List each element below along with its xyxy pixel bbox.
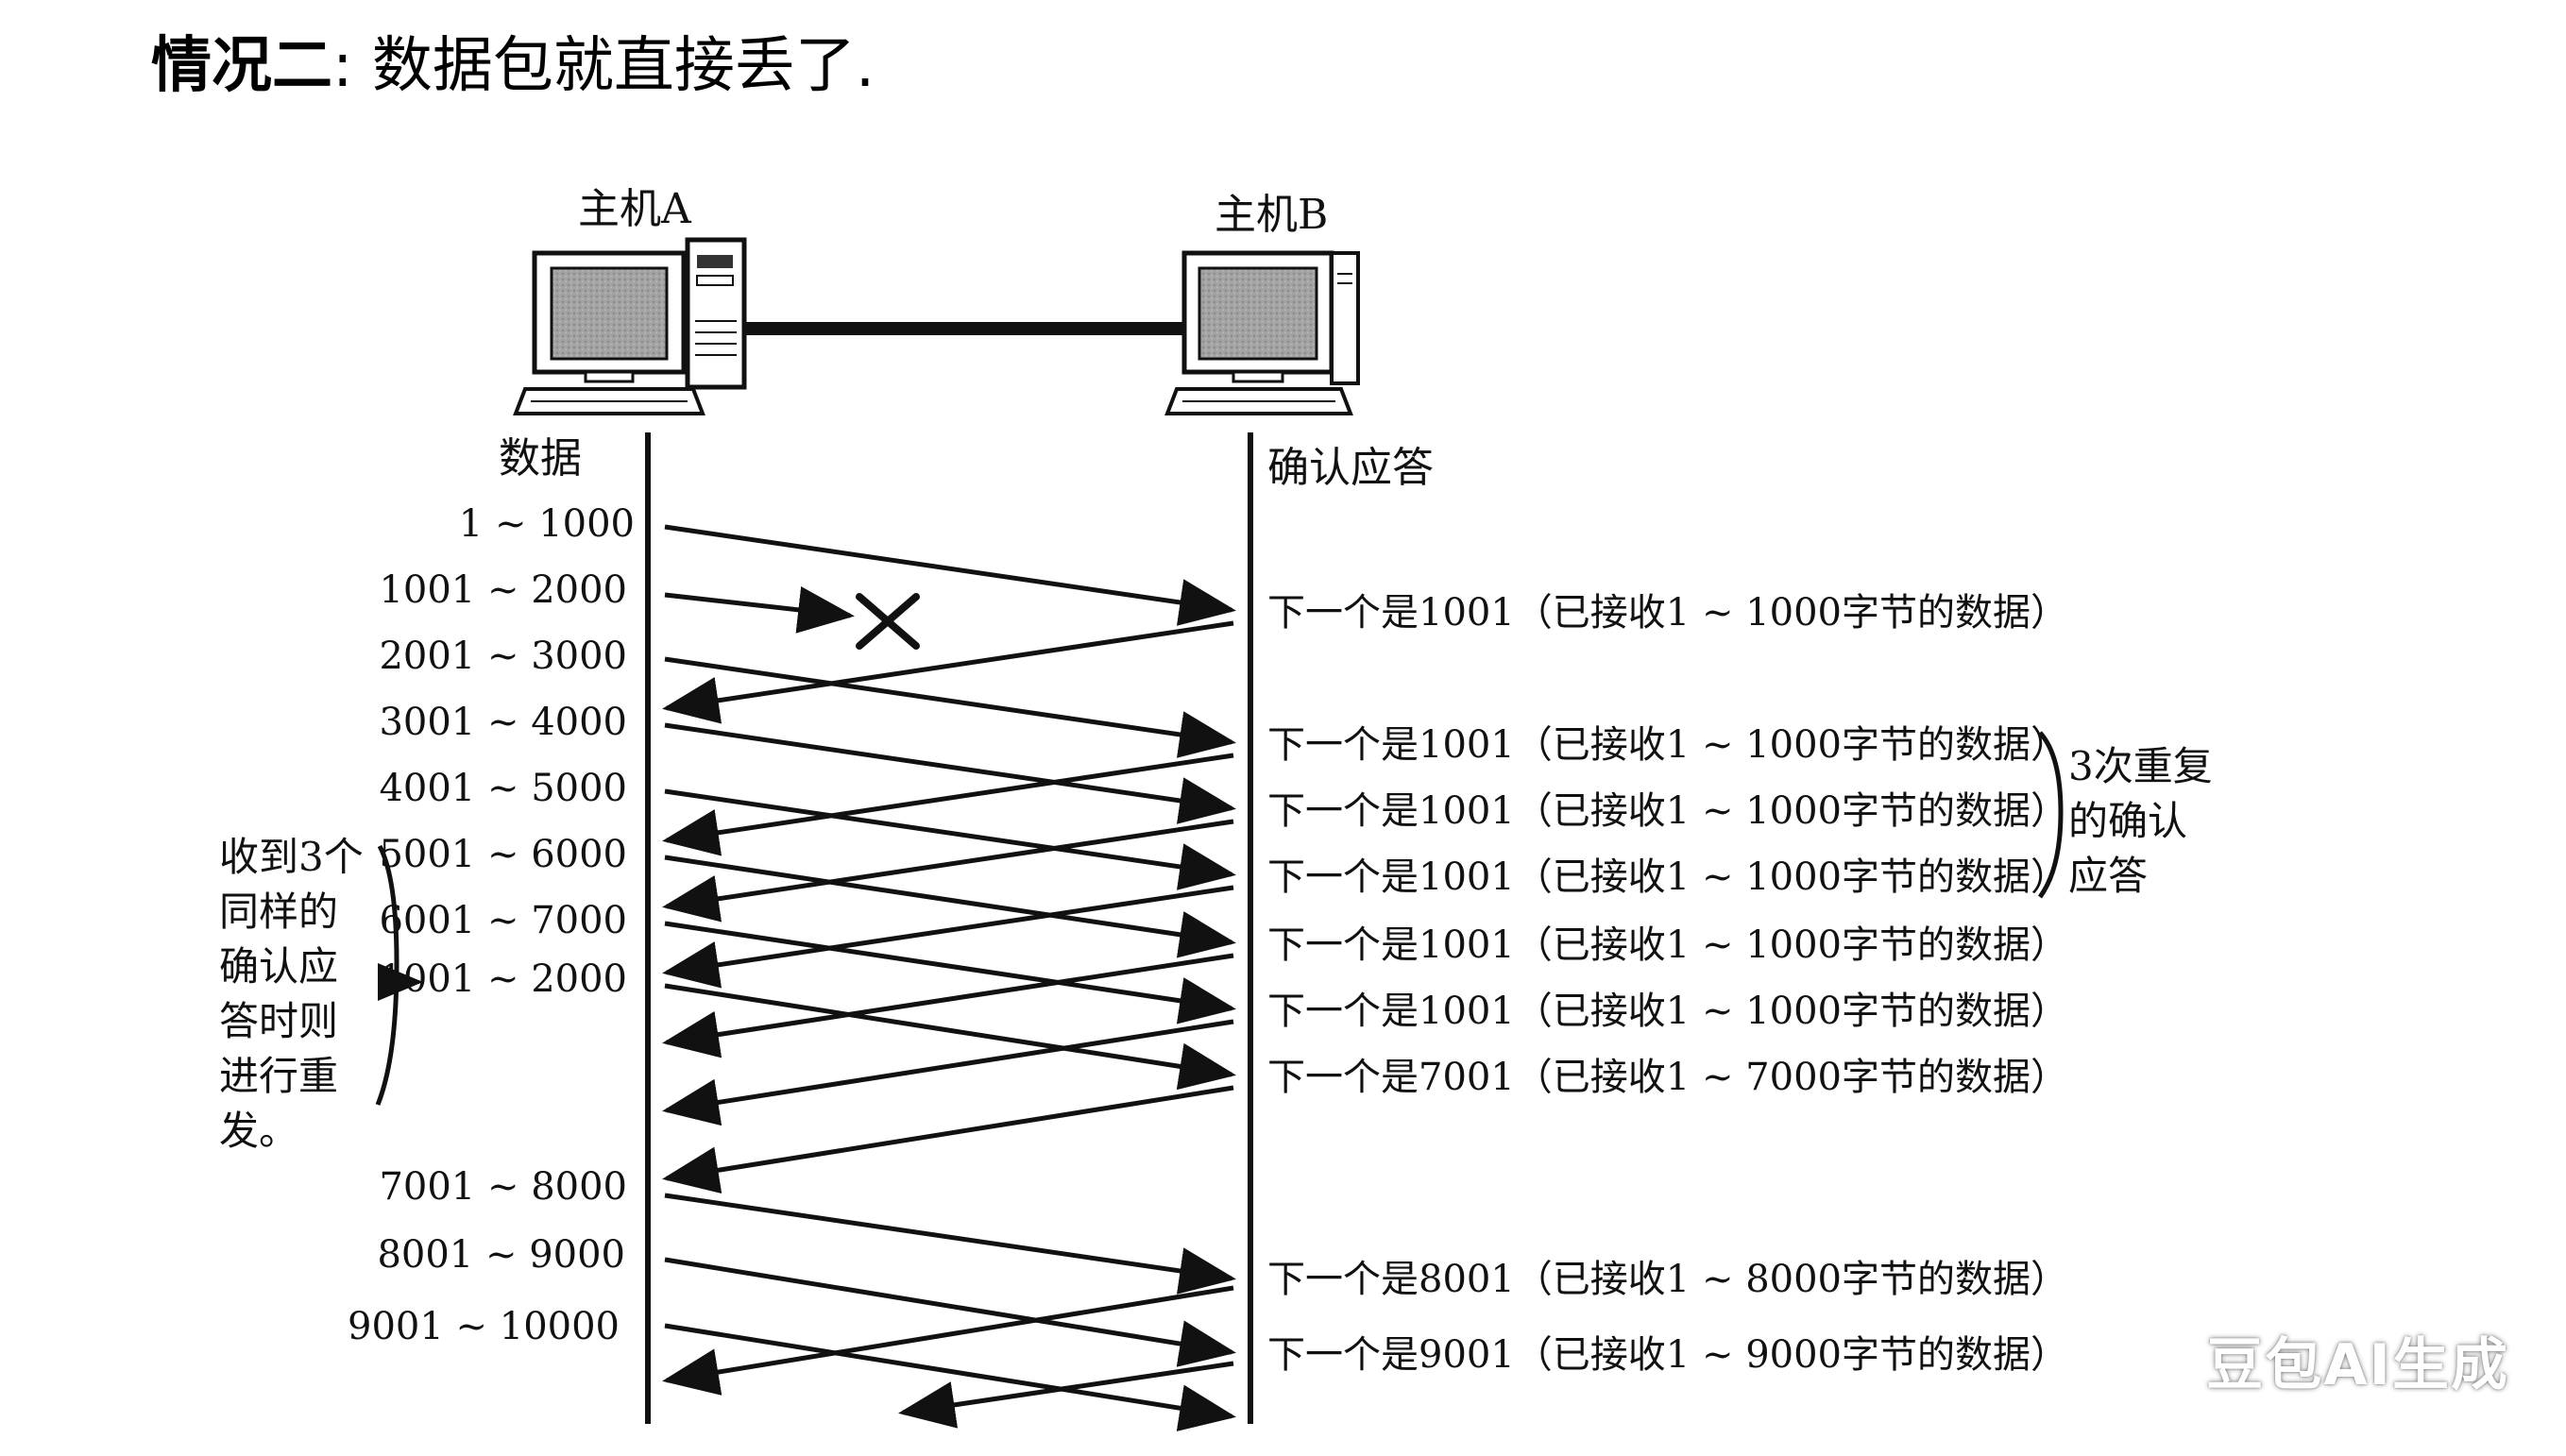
data-arrow <box>664 524 1236 626</box>
data-arrows <box>664 524 1236 1431</box>
ack-arrow <box>898 1361 1234 1429</box>
host-a-computer-icon <box>513 237 747 415</box>
title-rest: : 数据包就直接丢了. <box>332 31 875 101</box>
ack-arrow <box>662 819 1234 923</box>
ack-label: 下一个是1001（已接收1 ~ 1000字节的数据） <box>1267 855 2068 899</box>
segment-label: 1001 ~ 2000 <box>379 957 627 1001</box>
ack-label: 下一个是9001（已接收1 ~ 9000字节的数据） <box>1267 1333 2068 1377</box>
data-arrow <box>664 855 1236 958</box>
right-note-line: 的确认 <box>2068 798 2187 844</box>
segment-label: 4001 ~ 5000 <box>379 767 627 810</box>
ack-arrows <box>662 620 1234 1429</box>
segment-label: 1001 ~ 2000 <box>379 568 627 612</box>
ack-arrow <box>662 885 1234 989</box>
data-arrow <box>664 1257 1236 1367</box>
segment-label: 7001 ~ 8000 <box>379 1165 627 1209</box>
left-note-line: 答时则 <box>219 998 338 1044</box>
data-arrow <box>664 1323 1236 1431</box>
ack-arrow <box>662 1019 1234 1126</box>
left-note-line: 确认应 <box>219 943 338 990</box>
ack-arrow <box>662 620 1234 724</box>
segment-label: 5001 ~ 6000 <box>379 833 627 876</box>
ack-label: 下一个是1001（已接收1 ~ 1000字节的数据） <box>1267 990 2068 1033</box>
host-b-label: 主机B <box>1215 191 1328 239</box>
ack-arrow <box>662 953 1234 1058</box>
left-note-line: 同样的 <box>219 889 338 935</box>
segment-label: 1 ~ 1000 <box>459 502 635 546</box>
ack-arrow <box>662 753 1234 856</box>
left-note: 收到3个 同样的 确认应 答时则 进行重 发。 <box>219 834 364 1154</box>
ack-label: 下一个是1001（已接收1 ~ 1000字节的数据） <box>1267 591 2068 635</box>
data-arrow <box>664 921 1236 1024</box>
ack-label: 下一个是1001（已接收1 ~ 1000字节的数据） <box>1267 723 2068 767</box>
data-segment-labels: 1 ~ 1000 1001 ~ 2000 2001 ~ 3000 3001 ~ … <box>348 502 635 1348</box>
segment-label: 3001 ~ 4000 <box>379 701 627 744</box>
segment-label: 9001 ~ 10000 <box>348 1305 620 1348</box>
left-note-line: 发。 <box>219 1108 298 1154</box>
right-note-line: 应答 <box>2068 853 2148 899</box>
data-arrow <box>664 656 1236 758</box>
data-arrow-retransmit <box>664 983 1236 1091</box>
segment-label: 8001 ~ 9000 <box>377 1233 625 1277</box>
right-note-line: 3次重复 <box>2068 743 2213 789</box>
host-a-label: 主机A <box>578 185 692 233</box>
data-arrow <box>664 788 1236 890</box>
ack-label: 下一个是8001（已接收1 ~ 8000字节的数据） <box>1267 1258 2068 1301</box>
host-b-computer-icon <box>1164 250 1360 415</box>
segment-label: 2001 ~ 3000 <box>379 635 627 678</box>
right-brace <box>2037 731 2064 899</box>
ack-labels: 下一个是1001（已接收1 ~ 1000字节的数据） 下一个是1001（已接收1… <box>1267 591 2068 1377</box>
ack-label: 下一个是1001（已接收1 ~ 1000字节的数据） <box>1267 789 2068 833</box>
right-column-header: 确认应答 <box>1267 444 1434 492</box>
data-arrow <box>664 1193 1236 1295</box>
page-title: 情况二: 数据包就直接丢了. <box>151 17 875 104</box>
ack-label: 下一个是1001（已接收1 ~ 1000字节的数据） <box>1267 923 2068 967</box>
data-arrow <box>664 722 1236 824</box>
right-note: 3次重复 的确认 应答 <box>2068 743 2213 899</box>
ack-label: 下一个是7001（已接收1 ~ 7000字节的数据） <box>1267 1056 2068 1099</box>
left-note-line: 进行重 <box>219 1053 338 1099</box>
ack-arrow <box>662 1085 1234 1194</box>
watermark: 豆包AI生成 <box>2206 1332 2509 1398</box>
left-note-line: 收到3个 <box>219 834 364 880</box>
ack-arrow <box>662 1285 1234 1396</box>
left-column-header: 数据 <box>499 434 582 483</box>
title-prefix: 情况二 <box>151 31 332 101</box>
segment-label: 6001 ~ 7000 <box>379 899 627 942</box>
data-arrow-lost <box>664 586 855 634</box>
packet-lost-x-icon <box>856 593 920 650</box>
